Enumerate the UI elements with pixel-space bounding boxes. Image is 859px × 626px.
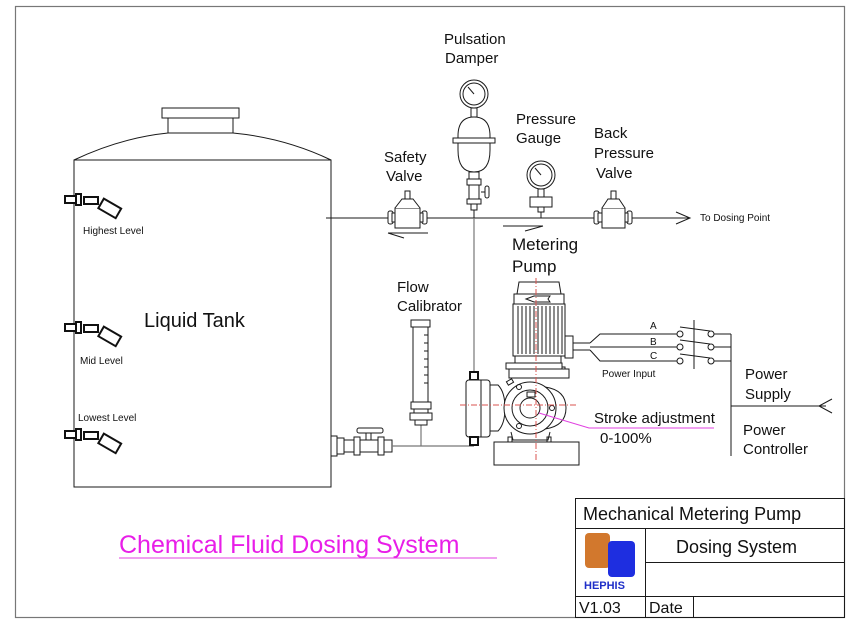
- safety-valve-label-line2: Valve: [386, 168, 422, 185]
- flow-calibrator-label-line1: Flow: [397, 279, 429, 296]
- title-block-heading: Mechanical Metering Pump: [583, 504, 801, 524]
- outlet-label: To Dosing Point: [700, 213, 770, 224]
- back-pressure-valve: Back Pressure Valve: [593, 125, 654, 229]
- tank-manhole-cover: [161, 107, 240, 119]
- safety-valve: Safety Valve: [384, 149, 428, 239]
- back-pressure-valve-label-line3: Valve: [596, 165, 632, 182]
- pulsation-damper-label-line1: Pulsation: [444, 31, 506, 48]
- rotation-arrow-icon: [524, 295, 551, 303]
- metering-pump-label-line2: Pump: [512, 257, 556, 276]
- three-phase-switch: [676, 320, 731, 369]
- flow-calibrator: Flow Calibrator: [397, 279, 462, 426]
- safety-valve-label-line1: Safety: [384, 149, 427, 166]
- phase-label-b: B: [650, 337, 657, 348]
- metering-pump: Metering Pump: [460, 235, 580, 466]
- logo-text: HEPHIS: [584, 580, 625, 592]
- pump-motor: [512, 303, 566, 357]
- stroke-adjustment-range: 0-100%: [600, 430, 652, 447]
- tank-label: Liquid Tank: [144, 310, 246, 332]
- level-switch-lowest: Lowest Level: [64, 413, 136, 455]
- pulsation-damper-label-line2: Damper: [445, 50, 498, 67]
- title-block: Mechanical Metering Pump Dosing System H…: [575, 498, 845, 618]
- flow-direction-arrow-icon: [503, 225, 544, 232]
- pulsation-damper: Pulsation Damper: [444, 31, 506, 211]
- metering-pump-label-line1: Metering: [512, 235, 578, 254]
- version-label: V1.03: [579, 600, 621, 617]
- phase-label-c: C: [650, 351, 657, 362]
- level-switch-mid: Mid Level: [64, 321, 123, 367]
- liquid-tank: Liquid Tank: [73, 107, 332, 488]
- power-supply-label-line1: Power: [745, 366, 788, 383]
- power-wiring: A B C Power Input: [573, 321, 677, 380]
- title-block-subtitle: Dosing System: [676, 537, 797, 557]
- power-input-label: Power Input: [602, 369, 656, 380]
- power-supply-label-line2: Supply: [745, 386, 791, 403]
- motor-terminal-box: [564, 335, 574, 359]
- suction-ball-valve: [330, 427, 393, 457]
- level-label-lowest: Lowest Level: [78, 413, 136, 424]
- drawing-border: [14, 5, 846, 619]
- power-supply-arrow-icon: [817, 398, 833, 414]
- pump-base: [493, 441, 580, 466]
- pressure-gauge-label-line2: Gauge: [516, 130, 561, 147]
- power-controller-label-line1: Power: [743, 422, 786, 439]
- pump-head: [465, 379, 491, 438]
- back-pressure-valve-label-line1: Back: [594, 125, 628, 142]
- stroke-adjustment-label: Stroke adjustment: [594, 410, 716, 427]
- level-switch-highest: Highest Level: [64, 193, 144, 237]
- date-label: Date: [649, 600, 683, 617]
- phase-label-a: A: [650, 321, 657, 332]
- flow-calibrator-label-line2: Calibrator: [397, 298, 462, 315]
- tank-dome: [73, 132, 332, 161]
- level-label-highest: Highest Level: [83, 226, 144, 237]
- level-label-mid: Mid Level: [80, 356, 123, 367]
- tank-manhole-neck: [167, 117, 234, 134]
- motor-fan-cover: [516, 281, 562, 295]
- flow-direction-arrow-icon: [387, 232, 428, 239]
- pressure-gauge: Pressure Gauge: [503, 111, 576, 232]
- pressure-gauge-label-line1: Pressure: [516, 111, 576, 128]
- stroke-adjustment-leader-line: [538, 412, 714, 429]
- hephis-logo: HEPHIS: [584, 533, 635, 592]
- power-controller-label-line2: Controller: [743, 441, 808, 458]
- outlet-arrow-icon: [675, 211, 692, 225]
- back-pressure-valve-label-line2: Pressure: [594, 145, 654, 162]
- stroke-adjust-knob-icon: [519, 397, 541, 419]
- diagram-title: Chemical Fluid Dosing System: [119, 531, 459, 559]
